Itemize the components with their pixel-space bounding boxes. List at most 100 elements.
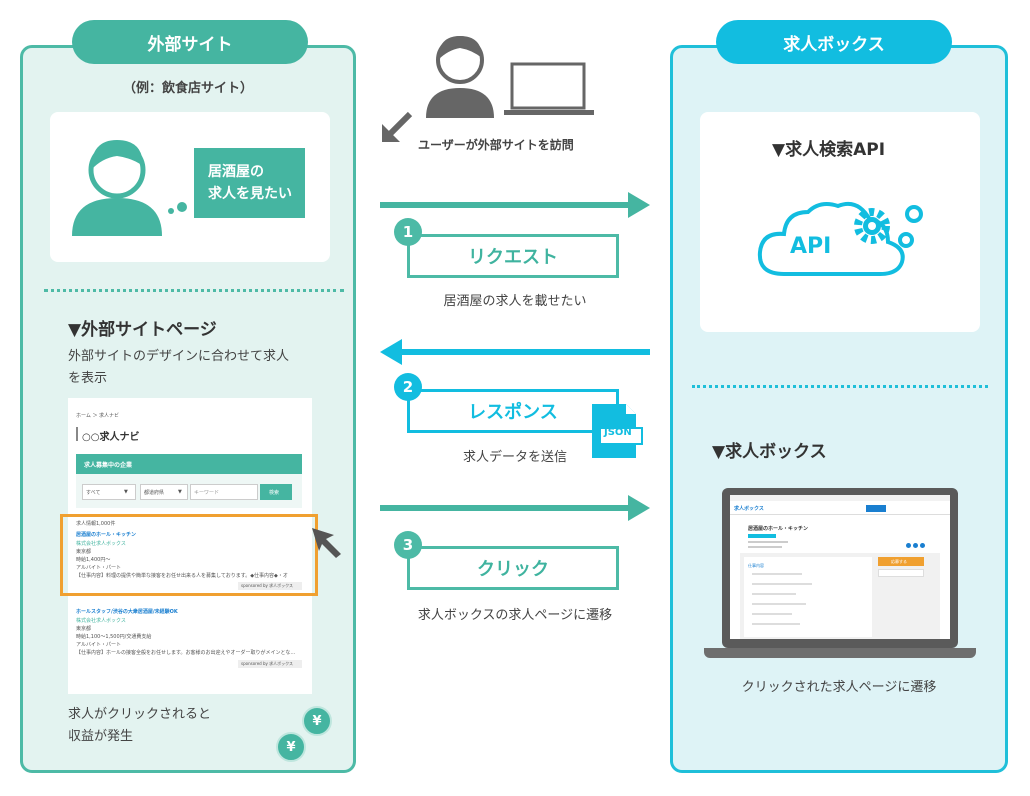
user-person-icon [72, 140, 162, 236]
laptop-apply-button[interactable] [878, 557, 924, 566]
laptop-share-icon-1[interactable] [906, 543, 911, 548]
mock-job1-location: 東京都 [76, 549, 92, 555]
mock-sponsored-2 [238, 660, 302, 668]
step-2-number: 2 [394, 373, 422, 401]
mock-job2-location: 東京都 [76, 626, 92, 632]
yen-coin-icon: ¥ [302, 706, 332, 736]
desc-line-2: を表示 [68, 371, 108, 386]
external-site-mockup: ホーム ＞ 求人ナビ ○○求人ナビ 求人募集中の企業 すべて ▼ 都道府県 ▼ … [68, 398, 312, 694]
laptop-screen: 求人ボックス 居酒屋のホール・キッチン 仕事内容 応募する [730, 495, 950, 639]
mock-select-2[interactable] [140, 484, 188, 500]
mock-job2-type: アルバイト・パート [76, 642, 121, 648]
laptop-line-2 [752, 583, 812, 585]
mock-job2-wage: 時給1,100〜1,500円/交通費支給 [76, 634, 152, 640]
visitor-laptop-icon [504, 62, 594, 115]
mock-select-2-text: 都道府県 [144, 490, 165, 496]
laptop-logo: 求人ボックス [734, 506, 764, 512]
revenue-line-2: 収益が発生 [68, 729, 134, 744]
thought-dot-small [168, 208, 174, 214]
external-site-title: 外部サイト [72, 20, 308, 64]
laptop-job-title: 居酒屋のホール・キッチン [748, 526, 809, 532]
json-file-icon [592, 404, 643, 458]
laptop-save-button[interactable] [878, 569, 924, 577]
mock-select-2-arrow: ▼ [178, 489, 182, 495]
visit-arrow-icon [382, 111, 413, 142]
step-3-number: 3 [394, 531, 422, 559]
example-subtitle: （例：飲食店サイト） [122, 81, 253, 96]
laptop-line-6 [752, 623, 800, 625]
mock-sponsored-1 [238, 582, 302, 590]
laptop-line-4 [752, 603, 806, 605]
step-response-box: レスポンス [407, 389, 619, 433]
laptop-content-card [744, 557, 872, 637]
external-page-heading: ▼外部サイトページ [68, 320, 217, 340]
mock-job1-type: アルバイト・パート [76, 565, 121, 571]
mock-job2-company: 株式会社求人ボックス [76, 618, 126, 624]
laptop-share-icon-3[interactable] [920, 543, 925, 548]
mock-search-button-text: 検索 [269, 490, 280, 496]
job-box-heading: ▼求人ボックス [712, 442, 827, 462]
step-1-caption: 居酒屋の求人を載せたい [443, 294, 587, 309]
laptop-search-button[interactable] [866, 505, 886, 512]
mock-search-button[interactable] [260, 484, 292, 500]
laptop-topbar [730, 495, 950, 501]
laptop-header [730, 503, 950, 515]
mock-count: 求人情報1,000件 [76, 521, 116, 527]
laptop-line-5 [752, 613, 792, 615]
mock-site-title: ○○求人ナビ [82, 432, 140, 443]
yen-coin-icon-2: ¥ [276, 732, 306, 762]
mock-keyword-input[interactable] [190, 484, 258, 500]
mock-title-bar [76, 427, 78, 441]
laptop-base [704, 648, 976, 658]
laptop-share-icon-2[interactable] [913, 543, 918, 548]
step-request-box: リクエスト [407, 234, 619, 278]
cursor-arrow-icon [312, 528, 341, 558]
step-1-number: 1 [394, 218, 422, 246]
mock-select-1-arrow: ▼ [124, 489, 128, 495]
api-cloud-label: API [790, 234, 832, 259]
right-divider [692, 385, 988, 388]
mock-job2-desc: 【仕事内容】ホールの接客全般をお任せします。お客様のお出迎えやオーダー取りがメイ… [76, 650, 296, 656]
json-badge: JSON [604, 427, 632, 438]
mock-breadcrumb: ホーム ＞ 求人ナビ [76, 413, 120, 419]
click-arrow [380, 495, 650, 521]
desc-line-1: 外部サイトのデザインに合わせて求人 [68, 349, 290, 364]
mock-job1-desc: 【仕事内容】料理の提供や簡単な接客をお任せ出来る人を募集しております。◆仕事内容… [76, 573, 288, 579]
request-arrow [380, 192, 650, 218]
visit-caption: ユーザーが外部サイトを訪問 [418, 138, 574, 152]
api-cloud-icon [757, 201, 923, 276]
api-heading: ▼求人検索API [772, 140, 886, 160]
thought-bubble: 居酒屋の 求人を見たい [194, 148, 305, 218]
mock-sponsored-2-text: sponsored by 求人ボックス [241, 661, 294, 666]
step-3-caption: 求人ボックスの求人ページに遷移 [417, 608, 613, 623]
laptop-line-1 [752, 573, 802, 575]
laptop-caption: クリックされた求人ページに遷移 [741, 680, 937, 695]
mock-job1-wage: 時給1,400円〜 [76, 557, 111, 563]
step-2-caption: 求人データを送信 [462, 450, 567, 465]
bubble-line-1: 居酒屋の [208, 164, 264, 180]
revenue-note: 求人がクリックされると 収益が発生 [68, 704, 211, 748]
highlighted-job-frame [60, 514, 318, 596]
mock-select-1[interactable] [82, 484, 136, 500]
laptop-section-title: 仕事内容 [748, 563, 764, 568]
bubble-line-2: 求人を見たい [208, 186, 292, 202]
response-arrow [380, 339, 650, 365]
step-click-box: クリック [407, 546, 619, 590]
mock-banner [76, 454, 302, 474]
revenue-line-1: 求人がクリックされると [68, 707, 212, 722]
laptop-tag [748, 534, 776, 538]
mock-banner-text: 求人募集中の企業 [84, 462, 133, 469]
mock-job2-title[interactable]: ホールスタッフ/渋谷の大衆居酒屋/未経験OK [76, 609, 178, 615]
external-page-desc: 外部サイトのデザインに合わせて求人 を表示 [68, 346, 289, 390]
left-divider [44, 289, 344, 292]
mock-keyword-placeholder: キーワード [194, 490, 220, 496]
visitor-person-icon [426, 36, 494, 118]
mock-job1-title[interactable]: 居酒屋のホール・キッチン [76, 532, 137, 538]
job-box-title: 求人ボックス [716, 20, 952, 64]
mock-select-1-text: すべて [86, 490, 101, 496]
laptop-line-3 [752, 593, 796, 595]
mock-sponsored-1-text: sponsored by 求人ボックス [241, 583, 294, 588]
laptop-apply-text: 応募する [891, 559, 907, 564]
laptop-meta-2 [748, 546, 782, 548]
mock-job1-company: 株式会社求人ボックス [76, 541, 126, 547]
